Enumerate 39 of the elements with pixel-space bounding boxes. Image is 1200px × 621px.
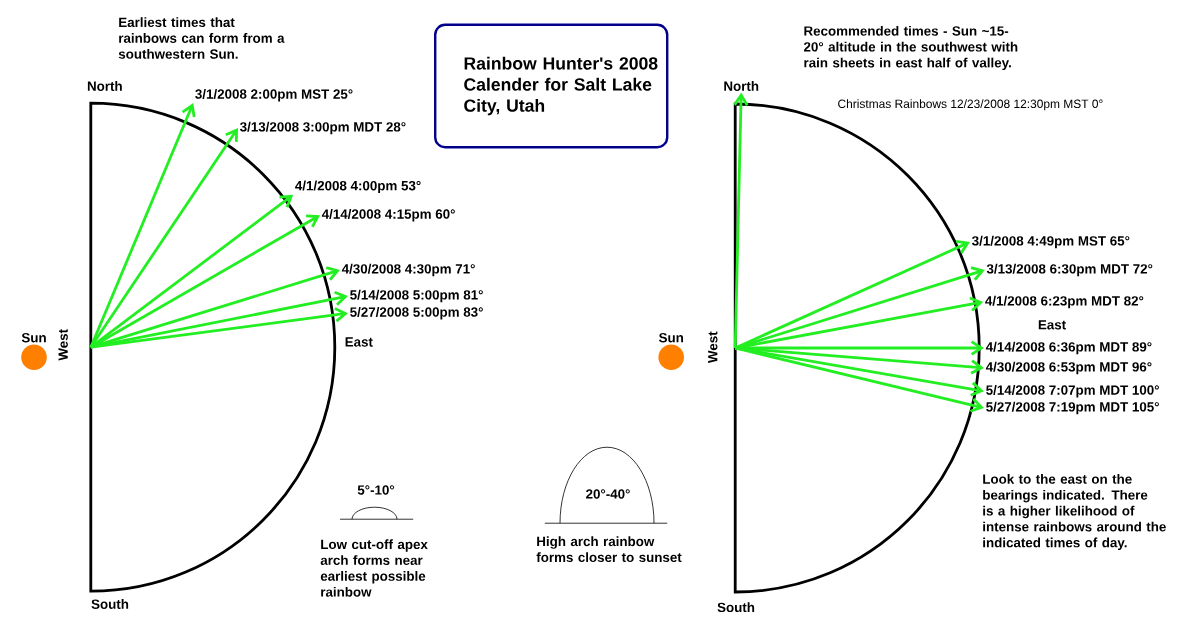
arrow [90,214,320,349]
arrow [89,128,238,348]
compass-label: North [724,81,759,91]
arrow [734,296,984,350]
time-label: 4/1/2008 4:00pm 53° [295,180,421,194]
time-label: 3/1/2008 2:00pm MST 25° [195,89,353,102]
compass-label: South [91,599,129,609]
compass-label: North [87,81,122,91]
arrow [89,103,196,348]
time-label: 3/1/2008 4:49pm MST 65° [972,235,1130,249]
title-box: Rainbow Hunter's 2008 Calender for Salt Lake City, Utah [434,23,669,149]
compass-label: East [1038,320,1066,330]
time-label: 4/14/2008 6:36pm MDT 89° [985,341,1152,355]
compass-label: West [708,331,718,363]
arrow [90,307,348,349]
time-label: 4/30/2008 6:53pm MDT 96° [985,361,1152,375]
note-text: Earliest times that rainbows can form from a southwestern Sun. [118,17,285,59]
compass-label: West [58,329,68,361]
caption-text: Low cut-off apex arch forms near earliest possible rainbow [320,539,428,597]
time-label: 3/13/2008 3:00pm MDT 28° [240,121,406,135]
arrow [90,290,348,349]
time-label: 5/27/2008 5:00pm 83° [350,307,483,320]
time-label: 3/13/2008 6:30pm MDT 72° [986,263,1153,277]
time-label: 5/27/2008 7:19pm MDT 105° [986,401,1159,415]
note-text: Look to the east on the bearings indicated. There is a higher likelihood of intense rainbows around the indicated times of day. [983,474,1166,550]
note-text: Recommended times - Sun ~15-20° altitude in the southwest with rain sheets in east half of valley. [803,25,1018,71]
time-label: 5/14/2008 5:00pm 81° [350,289,483,303]
christmas-label: Christmas Rainbows 12/23/2008 12:30pm MST 0° [838,99,1103,111]
angle-label: 5°-10° [357,485,395,495]
arrow [734,346,984,413]
angle-label: 20°-40° [586,489,630,499]
compass-label: South [717,602,755,613]
time-label: 4/30/2008 4:30pm 71° [341,263,475,277]
time-label: 4/1/2008 6:23pm MDT 82° [985,295,1144,309]
time-label: 5/14/2008 7:07pm MDT 100° [986,385,1159,398]
compass-label: East [345,337,373,347]
arrow [733,92,749,349]
caption-text: High arch rainbow forms closer to sunset [536,536,682,563]
time-label: 4/14/2008 4:15pm 60° [321,209,455,222]
